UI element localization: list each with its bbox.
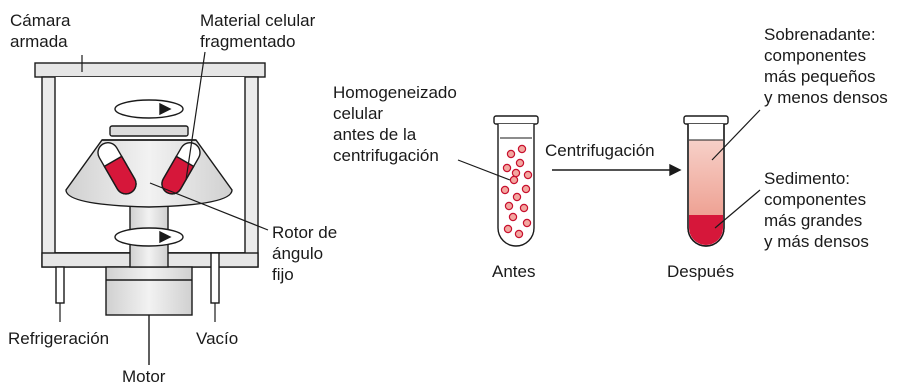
rotation-arrow-top-icon: [114, 99, 184, 119]
centrifugation-arrow-icon: [552, 163, 682, 177]
refrigeration-pipe: [55, 266, 65, 304]
label-sediment: Sedimento: componentes más grandes y más…: [764, 169, 869, 251]
label-centrifugation: Centrifugación: [545, 141, 655, 160]
right-sample-tube: [161, 141, 201, 195]
label-homogenate: Homogeneizado celular antes de la centri…: [333, 83, 457, 165]
supernatant-layer: [689, 140, 723, 215]
label-after: Después: [667, 262, 735, 281]
sediment-layer: [689, 215, 723, 245]
vacuum-pipe: [210, 252, 220, 304]
left-sample-tube: [97, 141, 137, 195]
homogenate-particles: [500, 144, 533, 239]
leader-lines-tubes: [457, 109, 761, 229]
label-refrigeration: Refrigeración: [8, 329, 110, 348]
label-chamber: Cámara armada: [10, 11, 71, 51]
label-vacuum: Vacío: [196, 329, 239, 348]
label-supernatant: Sobrenadante: componentes más pequeños y…: [764, 25, 888, 107]
rotation-arrow-bottom-icon: [114, 227, 184, 247]
label-before: Antes: [492, 262, 536, 281]
motor-housing: [105, 266, 193, 365]
leader-lines-centrifuge: [59, 51, 269, 322]
label-fragmented-material: Material celular fragmentado: [200, 11, 316, 51]
fixed-angle-rotor: [65, 125, 233, 208]
tube-after: [683, 115, 729, 247]
label-motor: Motor: [122, 367, 166, 386]
label-rotor: Rotor de ángulo fijo: [272, 223, 338, 284]
